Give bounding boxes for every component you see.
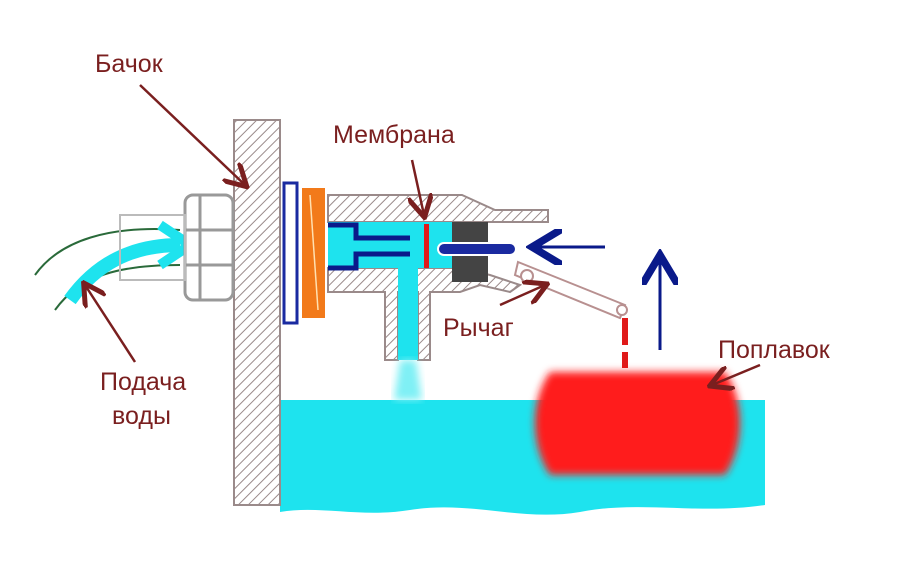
water-spray [394, 360, 422, 400]
inner-water [328, 222, 455, 268]
label-float: Поплавок [718, 336, 831, 364]
label-tank: Бачок [95, 50, 164, 78]
water-flow-arrow [64, 238, 181, 305]
label-supply-2: воды [112, 402, 171, 430]
push-rod [437, 242, 517, 256]
washer [282, 181, 299, 325]
label-membrane: Мембрана [333, 121, 455, 149]
membrane-pointer [412, 159, 424, 215]
supply-hose [34, 228, 181, 276]
supply-pointer [85, 285, 137, 363]
tank-wall [233, 119, 281, 506]
membrane [424, 224, 429, 268]
label-supply-1: Подача [100, 368, 186, 396]
lever [513, 260, 628, 320]
float [535, 372, 740, 475]
float-pointer [712, 363, 761, 385]
tank-pointer [139, 84, 245, 185]
lever-pointer [499, 285, 545, 307]
union-nut [119, 193, 235, 302]
label-lever: Рычаг [443, 314, 514, 342]
valve-body [327, 194, 549, 361]
